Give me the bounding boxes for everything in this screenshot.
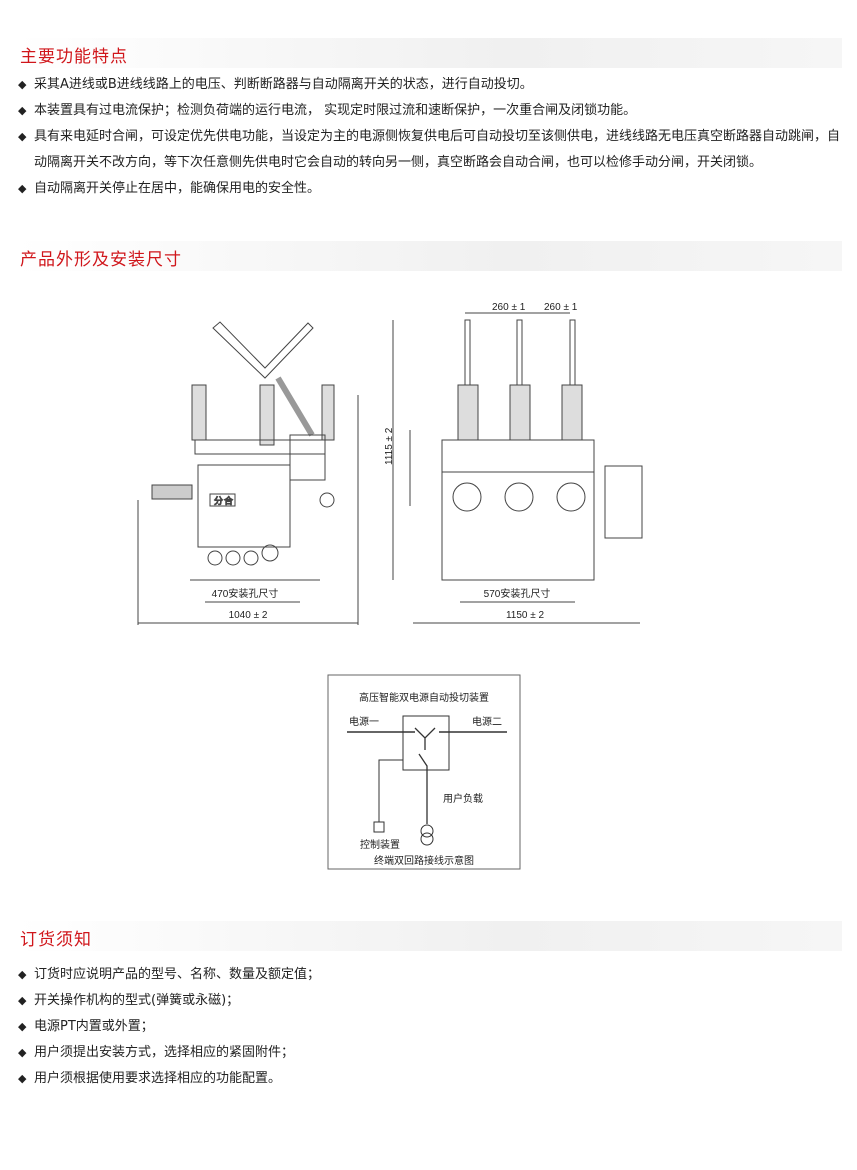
dimension-drawing: 分 合 470安装孔尺寸 1040 ± 2 260 ± 1 260 ± 1 11…	[137, 302, 643, 625]
pitch-dimension-1: 260 ± 1	[492, 302, 526, 313]
section-title: 订货须知	[20, 930, 92, 950]
control-label: 控制装置	[360, 838, 400, 851]
ordering-list: 订货时应说明产品的型号、名称、数量及额定值； 开关操作机构的型式(弹簧或永磁)；…	[18, 962, 848, 1092]
pitch-dimension-2: 260 ± 1	[544, 302, 578, 313]
side-width-dimension: 1040 ± 2	[229, 610, 268, 621]
section-title: 产品外形及安装尺寸	[20, 250, 182, 270]
list-item: 订货时应说明产品的型号、名称、数量及额定值；	[18, 962, 848, 988]
front-width-dimension: 1150 ± 2	[506, 610, 545, 621]
open-label: 分	[214, 496, 223, 506]
section-header-ordering: 订货须知	[16, 921, 842, 951]
schematic-caption: 终端双回路接线示意图	[374, 854, 474, 867]
schematic-title: 高压智能双电源自动投切装置	[359, 691, 489, 704]
load-label: 用户负载	[443, 792, 483, 805]
front-view: 260 ± 1 260 ± 1 1115 ± 2 570安装孔尺寸 1150 ±…	[384, 302, 643, 624]
section-title: 主要功能特点	[20, 47, 128, 67]
list-item: 用户须提出安装方式，选择相应的紧固附件；	[18, 1040, 848, 1066]
front-hole-dimension: 570安装孔尺寸	[484, 587, 551, 600]
list-item: 采其A进线或B进线线路上的电压、判断断路器与自动隔离开关的状态，进行自动投切。	[18, 72, 848, 98]
list-item: 自动隔离开关停止在居中，能确保用电的安全性。	[18, 176, 848, 202]
wiring-schematic: 高压智能双电源自动投切装置 电源一 电源二 用户负载 控制装置 终端双回路接线示…	[327, 674, 521, 870]
section-header-features: 主要功能特点	[16, 38, 842, 68]
source-1-label: 电源一	[349, 715, 379, 728]
section-header-dimensions: 产品外形及安装尺寸	[16, 241, 842, 271]
close-label: 合	[224, 495, 233, 506]
list-item: 用户须根据使用要求选择相应的功能配置。	[18, 1066, 848, 1092]
source-2-label: 电源二	[472, 715, 502, 728]
list-item: 本装置具有过电流保护；检测负荷端的运行电流， 实现定时限过流和速断保护，一次重合…	[18, 98, 848, 124]
height-dimension: 1115 ± 2	[384, 427, 395, 465]
side-hole-dimension: 470安装孔尺寸	[212, 587, 279, 600]
list-item: 电源PT内置或外置；	[18, 1014, 848, 1040]
side-view: 分 合 470安装孔尺寸 1040 ± 2	[137, 321, 359, 625]
list-item: 开关操作机构的型式(弹簧或永磁)；	[18, 988, 848, 1014]
features-list: 采其A进线或B进线线路上的电压、判断断路器与自动隔离开关的状态，进行自动投切。 …	[18, 72, 848, 202]
list-item: 具有来电延时合闸，可设定优先供电功能，当设定为主的电源侧恢复供电后可自动投切至该…	[18, 124, 848, 176]
